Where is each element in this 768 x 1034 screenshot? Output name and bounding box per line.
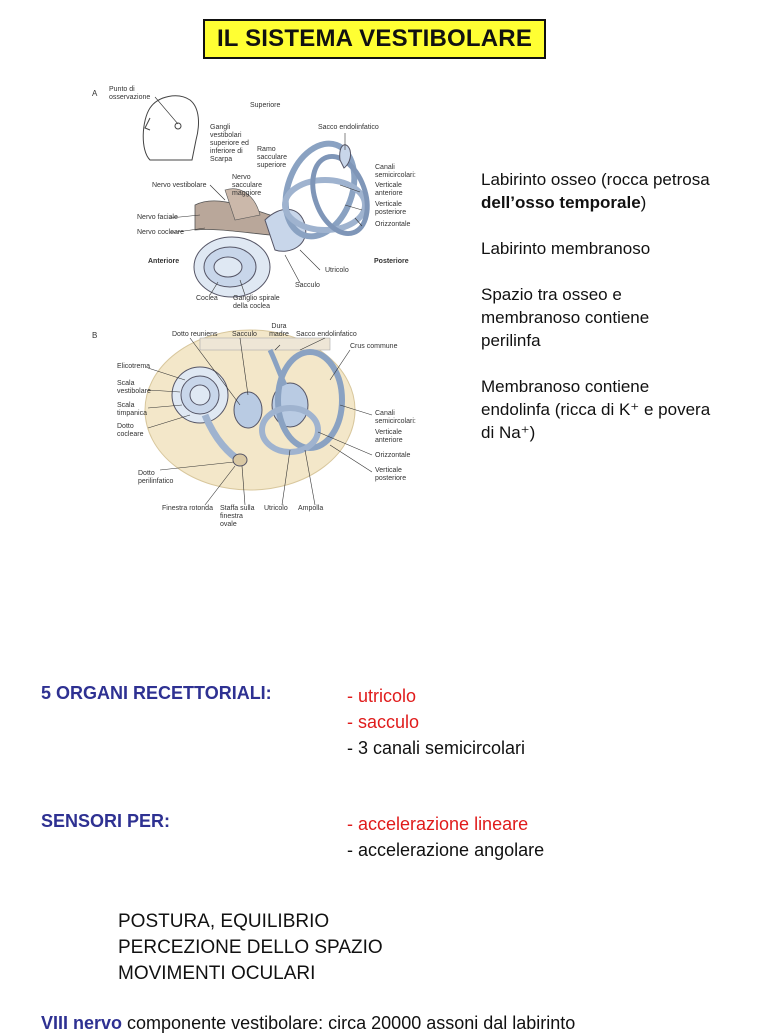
label-verticale-posteriore-a: Verticale posteriore bbox=[375, 201, 407, 216]
label-nervo-cocleare: Nervo cocleare bbox=[137, 229, 185, 236]
sensori-heading: SENSORI PER: bbox=[41, 811, 171, 831]
label-utricolo-a: Utricolo bbox=[325, 267, 349, 274]
label-coclea: Coclea bbox=[196, 295, 218, 302]
label-sacculo-a: Sacculo bbox=[295, 282, 320, 289]
label-verticale-anteriore-b: Verticale anteriore bbox=[375, 429, 403, 444]
label-scala-timpanica: Scala timpanica bbox=[117, 402, 147, 417]
label-dura-madre: Dura madre bbox=[269, 323, 289, 338]
page-title-text: IL SISTEMA VESTIBOLARE bbox=[216, 25, 533, 52]
paragraph-labirinto-osseo: Labirinto osseo (rocca petrosa dell’osso… bbox=[481, 168, 766, 214]
text-p1-b: dell’osso temporale bbox=[481, 193, 641, 212]
label-anteriore: Anteriore bbox=[148, 258, 180, 265]
function-postura: POSTURA, EQUILIBRIO bbox=[118, 911, 330, 932]
organi-heading: 5 ORGANI RECETTORIALI: bbox=[41, 683, 272, 703]
label-crus-commune: Crus commune bbox=[350, 343, 398, 350]
label-ganglio-spirale: Ganglio spirale della coclea bbox=[233, 295, 280, 310]
right-text-block: Labirinto osseo (rocca petrosa dell’osso… bbox=[481, 168, 766, 444]
bottom-line-rest: componente vestibolare: circa 20000 asso… bbox=[122, 1013, 576, 1033]
label-sacco-endolinfatico-b: Sacco endolinfatico bbox=[296, 331, 357, 338]
sensori-list: - accelerazione lineare - accelerazione … bbox=[347, 811, 544, 863]
text-p4-a: Membranoso contiene bbox=[481, 377, 650, 396]
text-p1-a: Labirinto osseo (rocca petrosa bbox=[481, 170, 710, 189]
text-p3-b: membranoso contiene bbox=[481, 308, 650, 327]
label-ramo-sacculare: Ramo sacculare superiore bbox=[257, 146, 287, 169]
bottom-line-lead: VIII nervo bbox=[41, 1013, 123, 1033]
label-nervo-sacculare: Nervo sacculare maggiore bbox=[232, 174, 262, 197]
text-p3-c: perilinfa bbox=[481, 331, 541, 350]
label-staffa: Staffa sulla finestra ovale bbox=[220, 505, 255, 528]
figure-b: B Dotto reuniens Sacculo Dura madre Sacc… bbox=[0, 320, 440, 540]
text-p1-c: ) bbox=[640, 193, 647, 212]
organi-list: - utricolo - sacculo - 3 canali semicirc… bbox=[347, 683, 525, 761]
paragraph-membranoso-endolinfa: Membranoso contiene endolinfa (ricca di … bbox=[481, 375, 766, 444]
label-superiore: Superiore bbox=[250, 102, 281, 109]
text-p2: Labirinto membranoso bbox=[481, 239, 651, 258]
label-scala-vestibolare: Scala vestibolare bbox=[117, 380, 151, 395]
label-dotto-perilinfatico: Dotto perilinfatico bbox=[138, 470, 174, 485]
label-dotto-reuniens: Dotto reuniens bbox=[172, 331, 218, 338]
organi-item-utricolo: - utricolo bbox=[347, 686, 417, 706]
label-ampolla: Ampolla bbox=[298, 505, 324, 512]
figure-b-drawing bbox=[144, 329, 373, 506]
label-posteriore: Posteriore bbox=[374, 258, 409, 265]
label-punto-osservazione: Punto di osservazione bbox=[109, 86, 151, 101]
sensori-item-lineare: - accelerazione lineare bbox=[347, 814, 529, 834]
figure-b-letter: B bbox=[92, 331, 98, 340]
paragraph-spazio: Spazio tra osseo e membranoso contiene p… bbox=[481, 283, 766, 352]
page-title: IL SISTEMA VESTIBOLARE bbox=[203, 19, 546, 59]
figure-a-letter: A bbox=[92, 89, 98, 98]
organi-item-canali: - 3 canali semicircolari bbox=[347, 738, 526, 758]
organi-item-sacculo: - sacculo bbox=[347, 712, 420, 732]
label-verticale-posteriore-b: Verticale posteriore bbox=[375, 467, 407, 482]
label-orizzontale-a: Orizzontale bbox=[375, 221, 411, 228]
label-nervo-vestibolare: Nervo vestibolare bbox=[152, 182, 207, 189]
label-elicotrema: Elicotrema bbox=[117, 363, 151, 370]
sensori-item-angolare: - accelerazione angolare bbox=[347, 840, 545, 860]
label-verticale-anteriore-a: Verticale anteriore bbox=[375, 182, 403, 197]
paragraph-labirinto-membranoso: Labirinto membranoso bbox=[481, 237, 766, 260]
text-p4-b: endolinfa (ricca di K⁺ e povera bbox=[481, 400, 711, 419]
function-percezione: PERCEZIONE DELLO SPAZIO bbox=[118, 937, 383, 958]
label-nervo-faciale: Nervo faciale bbox=[137, 214, 178, 221]
label-utricolo-b: Utricolo bbox=[264, 505, 288, 512]
label-sacculo-b: Sacculo bbox=[232, 331, 257, 338]
label-sacco-endolinfatico-a: Sacco endolinfatico bbox=[318, 124, 379, 131]
function-movimenti: MOVIMENTI OCULARI bbox=[118, 963, 316, 984]
label-canali-a: Canali semicircolari: bbox=[375, 164, 416, 179]
label-dotto-cocleare: Dotto cocleare bbox=[117, 423, 144, 438]
text-p3-a: Spazio tra osseo e bbox=[481, 285, 622, 304]
functions-list: POSTURA, EQUILIBRIO PERCEZIONE DELLO SPA… bbox=[118, 909, 383, 987]
label-orizzontale-b: Orizzontale bbox=[375, 452, 411, 459]
figure-a: A Punto di osservazione Superiore Sacco … bbox=[0, 0, 440, 320]
label-gangli: Gangli vestibolari superiore ed inferior… bbox=[210, 124, 249, 163]
label-canali-b: Canali semicircolari: bbox=[375, 410, 416, 425]
figure-a-drawing bbox=[142, 95, 370, 298]
text-p4-c: di Na⁺) bbox=[481, 423, 536, 442]
label-finestra-rotonda: Finestra rotonda bbox=[162, 505, 213, 512]
